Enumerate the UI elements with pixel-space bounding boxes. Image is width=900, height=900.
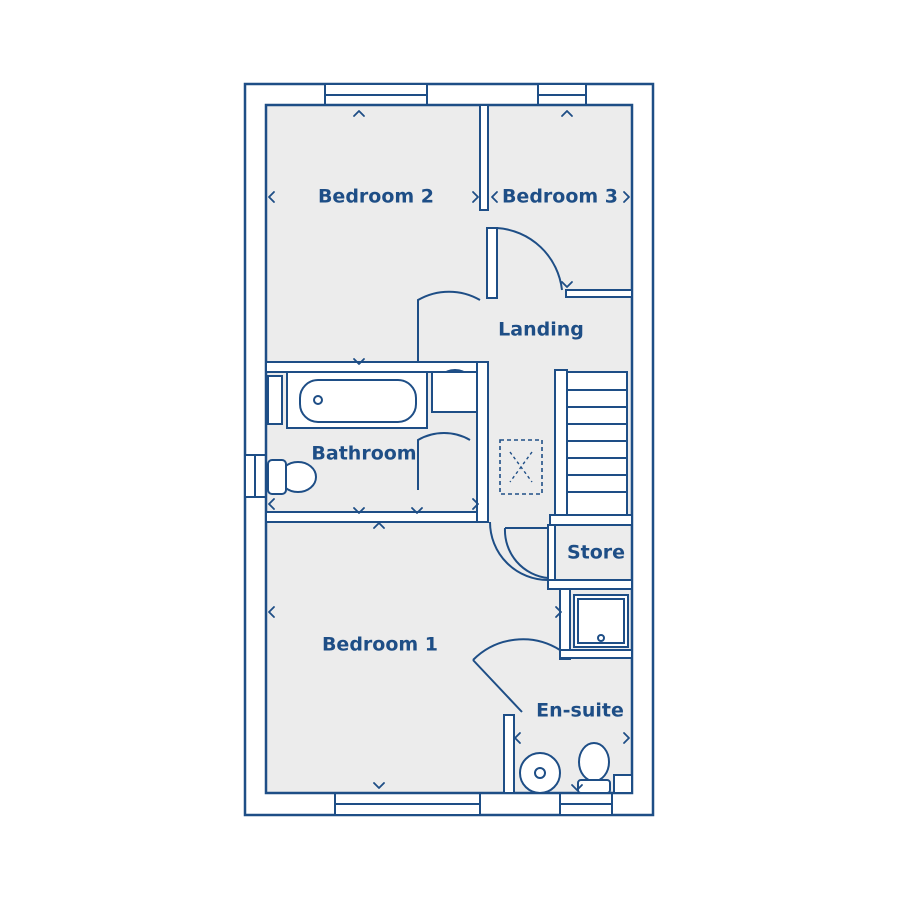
label-bedroom-2: Bedroom 2	[318, 186, 434, 208]
label-store: Store	[567, 542, 625, 564]
label-bathroom: Bathroom	[311, 443, 416, 465]
dimension-markers	[268, 110, 630, 791]
loft-hatch	[499, 439, 543, 495]
staircase	[566, 371, 628, 516]
label-bedroom-1: Bedroom 1	[322, 634, 438, 656]
label-landing: Landing	[498, 319, 584, 341]
doors	[417, 227, 563, 713]
windows	[244, 83, 613, 816]
label-en-suite: En-suite	[536, 700, 624, 722]
label-bedroom-3: Bedroom 3	[502, 186, 618, 208]
room-labels: Bedroom 2 Bedroom 3 Landing Bathroom Sto…	[311, 186, 625, 722]
en-suite-fixtures	[519, 594, 629, 794]
en-suite-toilet	[578, 742, 610, 782]
bathroom-fixtures	[267, 369, 478, 495]
interior-walls	[264, 103, 634, 795]
